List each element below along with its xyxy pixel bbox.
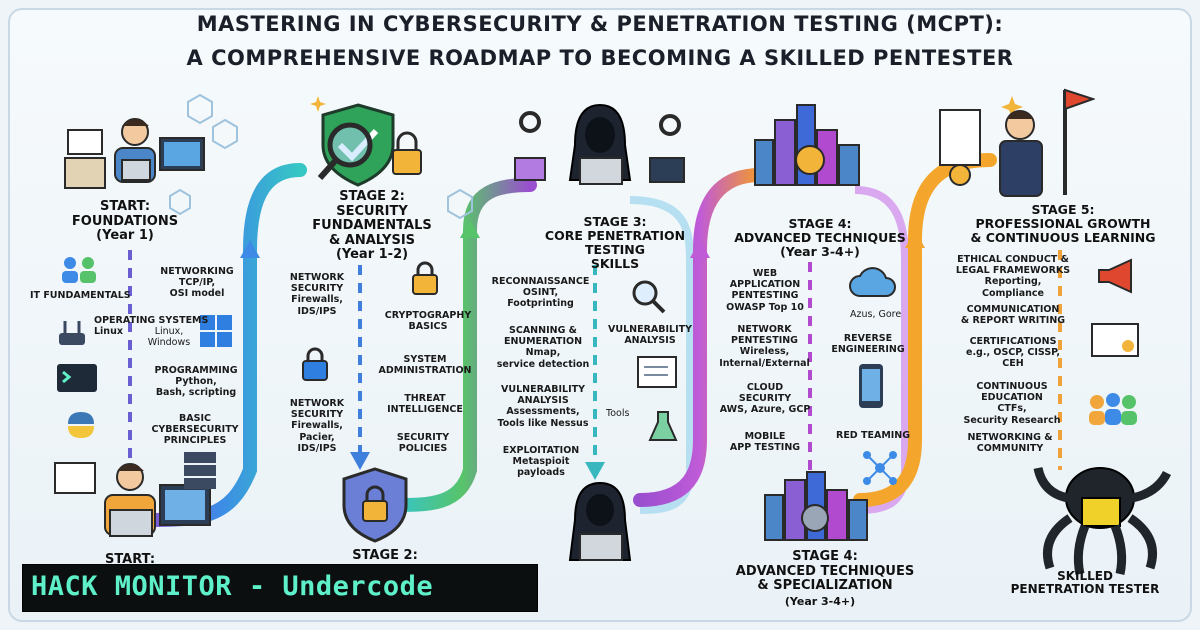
stage5-networking-community: NETWORKING & COMMUNITY [967,432,1053,455]
network-nodes-icon [863,451,897,485]
terminal-icon [57,364,97,392]
stage4-mobile-app-testing: MOBILE APP TESTING [729,431,801,454]
stage4-network-pentesting: NETWORK PENTESTING Wireless, Internal/Ex… [719,324,810,369]
hacker-laptop-icon [514,103,685,185]
windows-logo-icon [200,315,232,347]
megaphone-icon [1098,258,1132,294]
stage2-system-administration: SYSTEM ADMINISTRATION [378,354,472,377]
magnifier-icon [632,280,666,314]
stage1-heading: START: FOUNDATIONS (Year 1) [71,199,179,244]
certificate-icon [1091,323,1139,357]
stage1-networking: NETWORKING TCP/IP, OSI model [160,266,234,300]
python-logo-icon [68,412,94,438]
shield-magnifier-icon [318,103,422,187]
shield-lock-icon [342,467,408,543]
octopus-hacker-logo [1033,466,1172,575]
stage1-operating-systems: OPERATING SYSTEMS Linux [94,315,209,338]
city-bottom-icon [764,471,868,541]
report-screen-icon [637,356,677,388]
stage3-exploitation: EXPLOITATION Metaspioit payloads [502,445,580,479]
stage3-scanning-enumeration: SCANNING & ENUMERATION Nmap, service det… [496,325,590,370]
stage2-cryptography: CRYPTOGRAPHY BASICS [384,310,472,333]
student-laptop-icon [54,462,211,537]
stage5-communication: COMMUNICATION & REPORT WRITING [960,304,1066,327]
professional-flag-icon [939,88,1095,197]
stage4-web-app-pentesting: WEB APPLICATION PENTESTING OWASP Top 10 [726,268,804,313]
stage4-bottom-label: STAGE 4: ADVANCED TECHNIQUES & SPECIALIZ… [735,549,915,594]
team-people-icon [1089,393,1137,425]
stage2-bottom-label: STAGE 2: [352,548,418,563]
stage2-network-security-2: NETWORK SECURITY Firewalls, Pacier, IDS/… [289,398,345,454]
padlock-blue-icon [302,347,328,381]
stage2-threat-intelligence: THREAT INTELLIGENCE [387,393,463,416]
city-gear-icon [754,104,860,186]
stage1-programming: PROGRAMMING Python, Bash, scripting [154,365,238,399]
stage3-vulnerability-analysis-left: VULNERABILITY ANALYSIS Assessments, Tool… [497,384,589,429]
stage4-cloud-security: CLOUD SECURITY AWS, Azure, GCP [719,382,811,416]
hack-monitor-badge-text: HACK MONITOR - Undercode [31,571,434,602]
stage5-heading: STAGE 5: PROFESSIONAL GROWTH & CONTINUOU… [970,202,1156,245]
stage4-red-teaming: RED TEAMING [836,430,911,441]
stage1-it-fundamentals: IT FUNDAMENTALS [30,290,131,301]
stage4-reverse-engineering: REVERSE ENGINEERING [831,333,905,356]
stage2-heading: STAGE 2: SECURITY FUNDAMENTALS & ANALYSI… [312,189,432,263]
stage1-bottom-label: START: [104,552,156,567]
page-title-line1: MASTERING IN CYBERSECURITY & PENETRATION… [196,12,1004,36]
stage3-vulnerability-analysis-right: VULNERABILITY ANALYSIS [608,324,692,347]
stage5-certifications: CERTIFICATIONS e.g., OSCP, CISSP, CEH [966,336,1060,370]
cloud-icon [849,267,896,297]
server-rack-icon [184,452,216,489]
stage5-ethical-conduct: ETHICAL CONDUCT & LEGAL FRAMEWORKS Repor… [955,254,1071,299]
stage4-heading: STAGE 4: ADVANCED TECHNIQUES (Year 3-4+) [734,216,906,259]
student-desk-icon [64,118,205,189]
stage2-network-security-1: NETWORK SECURITY Firewalls, IDS/IPS [289,272,345,317]
stage5-continuous-education: CONTINUOUS EDUCATION CTFs, Security Rese… [963,381,1061,426]
people-group-icon [62,257,96,283]
stage1-os-right: Linux, Windows [147,326,191,349]
stage5-bottom-label: SKILLED PENETRATION TESTER [1010,569,1160,597]
hacker-bottom-icon [568,481,632,561]
stage4-bottom-year: (Year 3-4+) [784,595,856,608]
padlock-icon [412,261,438,295]
stage3-reconnaissance: RECONNAISSANCE OSINT, Footprinting [491,276,590,310]
mobile-phone-icon [859,364,883,408]
stage1-basic-principles: BASIC CYBERSECURITY PRINCIPLES [151,413,239,447]
page-title-line2: A COMPREHENSIVE ROADMAP TO BECOMING A SK… [186,46,1014,70]
stage3-heading: STAGE 3: CORE PENETRATION TESTING SKILLS [544,214,686,271]
stage2-security-policies: SECURITY POLICIES [396,432,450,455]
flask-icon [648,411,678,441]
stage3-tools: Tools [606,408,630,419]
router-icon [59,321,85,345]
hack-monitor-badge: HACK MONITOR - Undercode [22,564,538,612]
stage4-azure-gcp: Azus, Gore [850,309,902,320]
